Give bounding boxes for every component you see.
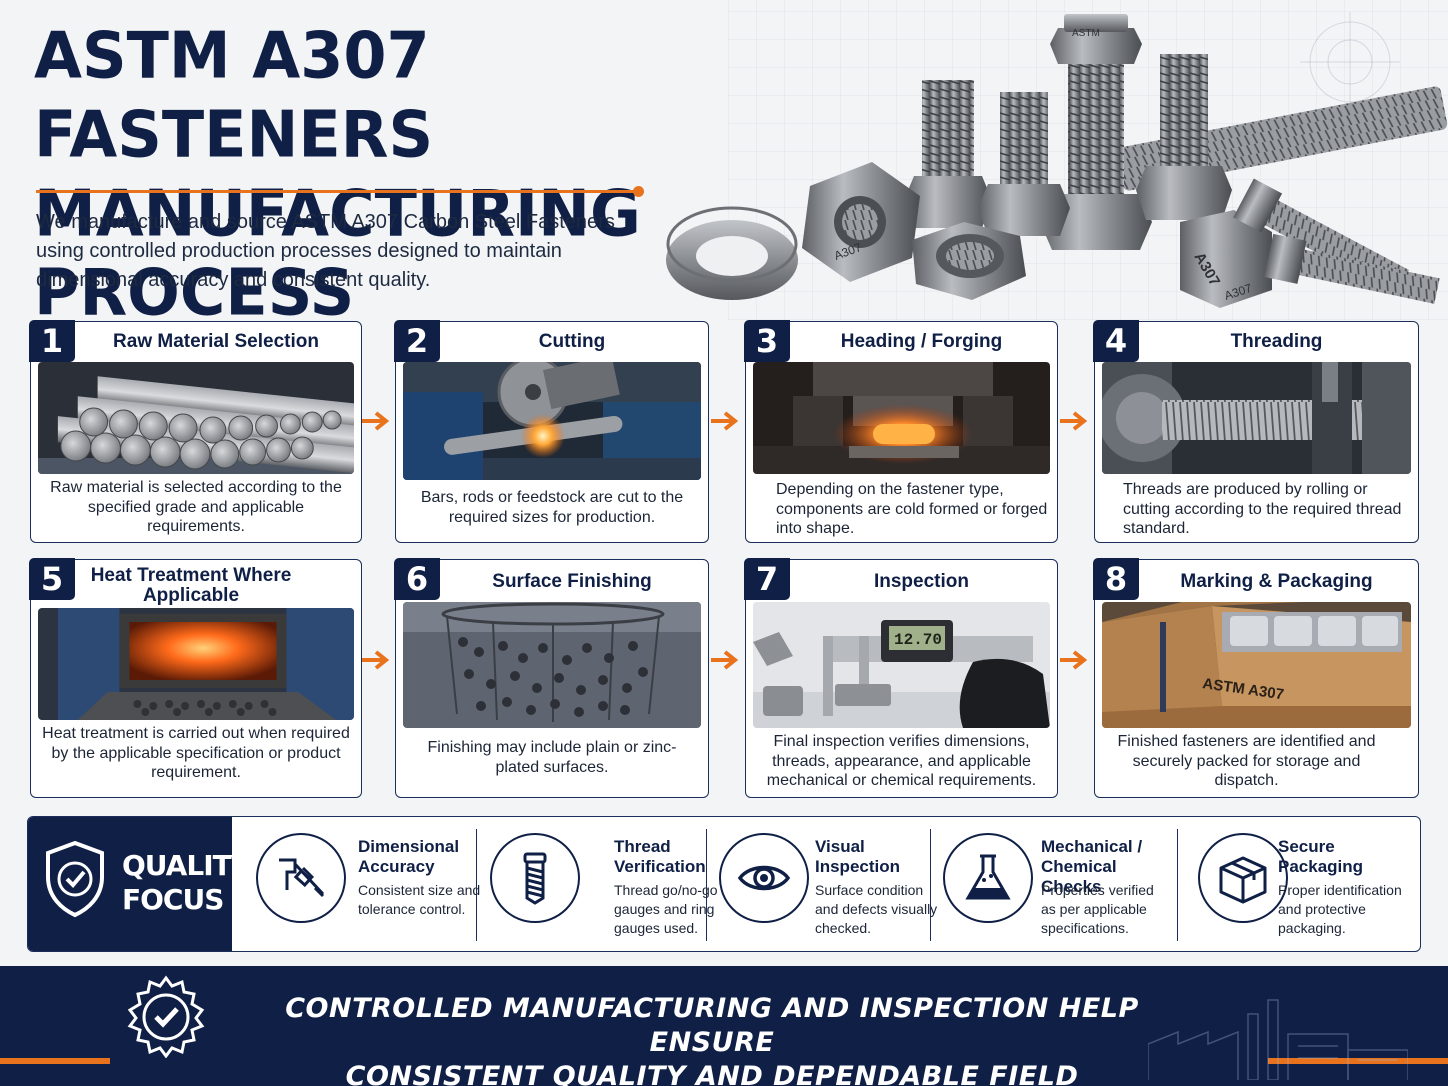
step-card-2: 2 Cutting Bars, rods or feedstock are cu…: [394, 320, 709, 543]
accent-stripe: [1268, 1058, 1448, 1064]
step-card-1: 1 Raw Material Selection: [29, 320, 362, 543]
step-title: Raw Material Selection: [113, 331, 319, 352]
surface-finishing-photo: [403, 602, 701, 728]
footer-line-1: CONTROLLED MANUFACTURING AND INSPECTION …: [285, 993, 1139, 1058]
step-description: Bars, rods or feedstock are cut to the r…: [420, 489, 684, 526]
divider: [476, 829, 477, 941]
step-card-6: 6 Surface Finishing Fin: [394, 558, 709, 798]
svg-text:ASTM: ASTM: [1072, 28, 1100, 39]
title-underline: [36, 186, 644, 197]
flask-icon: [943, 833, 1033, 923]
quality-item-title: Secure Packaging: [1278, 837, 1364, 876]
step-number: 5: [29, 558, 75, 600]
step-number: 3: [744, 320, 790, 362]
step-description: Final inspection verifies dimensions, th…: [766, 733, 1037, 789]
box-icon: [1198, 833, 1288, 923]
footer-line-2: CONSISTENT QUALITY AND DEPENDABLE FIELD …: [345, 1061, 1079, 1086]
step-card-7: 7 Inspection 12.70 Final inspection veri…: [744, 558, 1058, 798]
arrow-right-icon: [362, 650, 390, 670]
step-description: Depending on the fastener type, componen…: [776, 481, 1048, 537]
quality-focus-header: QUALITY FOCUS: [28, 817, 251, 951]
step-title: Heat Treatment Where Applicable: [90, 565, 292, 606]
step-title: Inspection: [873, 571, 969, 592]
eye-icon: [719, 833, 809, 923]
heat-treatment-photo: [38, 608, 354, 720]
quality-item-secure-packaging: Secure Packaging Proper identification a…: [1188, 817, 1418, 951]
intro-text: We manufacture and source ASTM A307 Carb…: [36, 211, 615, 291]
step-description: Heat treatment is carried out when requi…: [42, 725, 350, 781]
quality-item-dimensional-accuracy: Dimensional Accuracy Consistent size and…: [256, 817, 480, 951]
quality-item-title: Mechanical / Chemical Checks: [1041, 837, 1143, 896]
header: ASTM A307 FASTENERS MANUFACTURING PROCES…: [0, 0, 1448, 330]
arrow-right-icon: [1060, 411, 1088, 431]
divider: [930, 829, 931, 941]
quality-item-thread-verification: Thread Verification Thread go/no-go gaug…: [490, 817, 718, 951]
caliper-reading: 12.70: [894, 631, 942, 649]
arrow-right-icon: [362, 411, 390, 431]
step-number: 2: [394, 320, 440, 362]
arrow-right-icon: [711, 650, 739, 670]
step-description: Finishing may include plain or zinc-plat…: [427, 739, 677, 776]
step-title: Heading / Forging: [840, 331, 1003, 352]
quality-item-title: Thread Verification: [614, 837, 706, 876]
caliper-icon: [256, 833, 346, 923]
shield-check-icon: [46, 840, 104, 918]
forging-photo: [753, 362, 1050, 474]
step-description: Raw material is selected according to th…: [50, 479, 342, 535]
raw-material-photo: [38, 362, 354, 474]
footer-banner: CONTROLLED MANUFACTURING AND INSPECTION …: [0, 966, 1448, 1086]
step-description: Threads are produced by rolling or cutti…: [1123, 481, 1402, 537]
threading-photo: [1102, 362, 1411, 474]
quality-item-description: Proper identification and protective pac…: [1278, 882, 1402, 936]
packaging-photo: ASTM A307: [1102, 602, 1411, 728]
quality-item-description: Consistent size and tolerance control.: [358, 882, 481, 917]
quality-item-title: Dimensional Accuracy: [358, 837, 460, 876]
quality-item-title: Visual Inspection: [815, 837, 901, 876]
factory-outline-icon: [1148, 999, 1408, 1080]
quality-item-visual-inspection: Visual Inspection Surface condition and …: [719, 817, 939, 951]
step-number: 1: [29, 320, 75, 362]
quality-title-line-2: FOCUS: [122, 883, 224, 916]
quality-focus-bar: QUALITY FOCUS Dimensional Accuracy Consi…: [27, 816, 1421, 952]
page-title: ASTM A307 FASTENERS MANUFACTURING PROCES…: [34, 16, 834, 332]
step-title: Surface Finishing: [492, 571, 652, 592]
step-card-4: 4 Threading Threads are produced by roll…: [1093, 320, 1419, 543]
step-title: Cutting: [538, 331, 606, 352]
title-line-1: ASTM A307 FASTENERS: [34, 16, 434, 172]
quality-item-mechanical-chemical-checks: Mechanical / Chemical Checks Properties …: [943, 817, 1183, 951]
arrow-right-icon: [1060, 650, 1088, 670]
step-title: Threading: [1230, 331, 1323, 352]
quality-title-line-1: QUALITY: [122, 849, 251, 882]
step-number: 7: [744, 558, 790, 600]
step-description: Finished fasteners are identified and se…: [1117, 733, 1376, 789]
bolt-icon: [490, 833, 580, 923]
step-card-8: 8 Marking & Packaging ASTM A307 Finished…: [1093, 558, 1419, 798]
footer-message: CONTROLLED MANUFACTURING AND INSPECTION …: [262, 992, 1162, 1086]
arrow-right-icon: [711, 411, 739, 431]
step-title: Marking & Packaging: [1180, 571, 1373, 592]
divider: [706, 829, 707, 941]
quality-item-description: Thread go/no-go gauges and ring gauges u…: [614, 882, 718, 936]
gear-check-icon: [127, 975, 205, 1058]
step-number: 6: [394, 558, 440, 600]
step-card-3: 3 Heading / Forging Depending on the fas…: [744, 320, 1058, 543]
step-card-5: 5 Heat Treatment Where Applicable He: [29, 558, 362, 798]
accent-stripe: [0, 1058, 110, 1064]
title-line-2: MANUFACTURING PROCESS: [34, 175, 641, 330]
cutting-photo: [403, 362, 701, 480]
quality-item-description: Properties verified as per applicable sp…: [1041, 882, 1154, 936]
quality-item-description: Surface condition and defects visually c…: [815, 882, 938, 936]
hero-fasteners-image: A307 A307 A307 ASTM: [666, 12, 1448, 308]
step-number: 4: [1093, 320, 1139, 362]
inspection-photo: 12.70: [753, 602, 1050, 728]
divider: [1177, 829, 1178, 941]
step-number: 8: [1093, 558, 1139, 600]
quality-focus-title: QUALITY FOCUS: [122, 849, 251, 917]
